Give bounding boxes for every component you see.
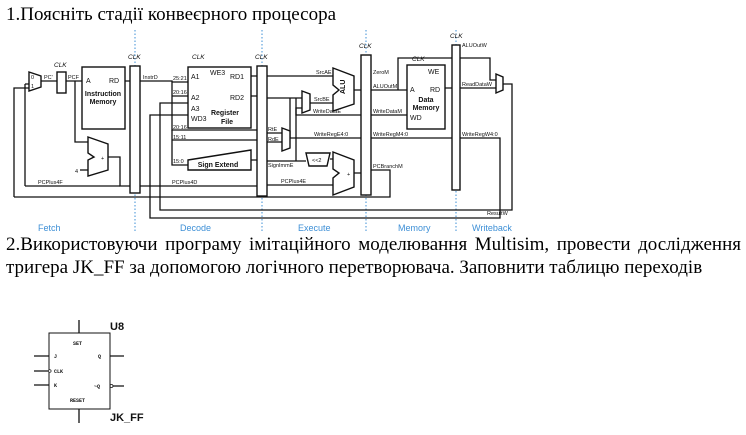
stage-label-writeback: Writeback: [472, 223, 512, 233]
jkff-body: [48, 332, 111, 410]
jkff-pin-q: Q: [98, 354, 101, 360]
pc-adder: [87, 136, 109, 177]
block-label: Memory: [90, 99, 117, 106]
port-label: RD: [430, 87, 440, 94]
jk-flip-flop: U8 JK_FF SET J CLK K Q ~Q RESET: [34, 320, 144, 424]
signal-label: PCBranchM: [373, 164, 403, 170]
block-label: <<2: [312, 158, 321, 164]
bit-label: 20:16: [173, 90, 187, 96]
block-label: Register: [211, 110, 239, 117]
jkff-pin-reset: RESET: [70, 398, 85, 404]
port-label: RD: [109, 78, 119, 85]
signal-label: ALUOutM: [373, 84, 398, 90]
signal-label: PCF: [68, 75, 80, 81]
port-label: A: [410, 87, 415, 94]
clk-label: CLK: [255, 54, 268, 61]
mw-pipeline-register: [451, 44, 461, 191]
signal-label: WriteRegM4:0: [373, 132, 408, 138]
clk-label: CLK: [359, 43, 372, 50]
port-label: A: [86, 78, 91, 85]
port-label: A1: [191, 74, 200, 81]
signal-label: ALUOutW: [462, 43, 488, 49]
jkff-pin-clk: CLK: [54, 369, 63, 375]
adder-label: +: [101, 156, 104, 162]
jkff-name-label: JK_FF: [110, 412, 144, 424]
constant-label: 4: [75, 169, 78, 175]
signal-label: InstrD: [143, 75, 158, 81]
block-label: Sign Extend: [198, 162, 238, 169]
stage-label-memory: Memory: [398, 223, 431, 233]
instruction-memory: [81, 66, 126, 130]
port-label: WD: [410, 115, 422, 122]
signal-label: ZeroM: [373, 70, 389, 76]
shift-left-2: [305, 152, 331, 167]
de-pipeline-register: [256, 65, 268, 197]
data-memory: [406, 64, 446, 130]
adder-label: +: [347, 172, 350, 178]
signal-label: ReadDataW: [462, 82, 493, 88]
clk-label: CLK: [450, 33, 463, 40]
port-label: WE3: [210, 70, 225, 77]
port-label: WE: [428, 69, 440, 76]
signal-label: WriteDataE: [313, 109, 341, 115]
pc-register: [56, 71, 67, 94]
bit-label: 20:16: [173, 125, 187, 131]
jkff-ref-label: U8: [110, 321, 124, 333]
block-label: File: [221, 119, 233, 126]
register-file: [187, 66, 252, 129]
stage-label-decode: Decode: [180, 223, 211, 233]
stage-label-fetch: Fetch: [38, 223, 61, 233]
writereg-mux: [281, 126, 291, 153]
signal-label: PCPlus4D: [172, 180, 197, 186]
signal-label: PCPlus4F: [38, 180, 63, 186]
sign-extend: [187, 149, 252, 171]
signal-label: WriteDataM: [373, 109, 402, 115]
jkff-pin-qn: ~Q: [94, 384, 100, 390]
port-label: A2: [191, 95, 200, 102]
clk-label: CLK: [128, 54, 141, 61]
mux-input-label: 1: [31, 84, 34, 90]
stage-label-execute: Execute: [298, 223, 331, 233]
fd-pipeline-register: [129, 65, 141, 194]
bit-label: 15:0: [173, 159, 184, 165]
bit-label: 25:21: [173, 76, 187, 82]
signal-label: SrcBE: [314, 97, 330, 103]
signal-label: PC': [44, 75, 53, 81]
jkff-pin-j: J: [54, 354, 57, 360]
clk-label: CLK: [192, 54, 205, 61]
em-pipeline-register: [360, 54, 372, 196]
clk-label: CLK: [412, 56, 425, 63]
signal-label: RtE: [268, 127, 278, 133]
wires: [13, 57, 513, 219]
alu: [332, 66, 355, 112]
srcb-mux: [301, 89, 311, 115]
mux-input-label: 0: [31, 75, 34, 81]
branch-adder: [332, 150, 355, 197]
block-label: Data: [418, 97, 433, 104]
port-label: RD2: [230, 95, 244, 102]
block-label: Memory: [413, 105, 440, 112]
port-label: A3: [191, 106, 200, 113]
jkff-pin-k: K: [54, 383, 57, 389]
port-label: WD3: [191, 116, 207, 123]
signal-label: RdE: [268, 137, 279, 143]
bit-label: 15:11: [173, 135, 186, 141]
block-label: Instruction: [85, 91, 121, 98]
signal-label: WriteRegW4:0: [462, 132, 498, 138]
result-mux: [495, 72, 504, 95]
clk-label: CLK: [54, 62, 67, 69]
task1-heading: 1.Поясніть стадії конвеєрного процесора: [6, 4, 337, 25]
signal-label: ResultW: [487, 211, 509, 217]
signal-label: WriteRegE4:0: [314, 132, 348, 138]
task2-paragraph: 2.Використовуючи програму імітаційного м…: [6, 234, 741, 278]
signal-label: PCPlus4E: [281, 179, 306, 185]
signal-label: SrcAE: [316, 70, 332, 76]
signal-label: SignImmE: [268, 163, 294, 169]
block-label: ALU: [340, 80, 347, 94]
jkff-pin-set: SET: [73, 341, 82, 347]
pc-mux: [28, 71, 42, 92]
port-label: RD1: [230, 74, 244, 81]
